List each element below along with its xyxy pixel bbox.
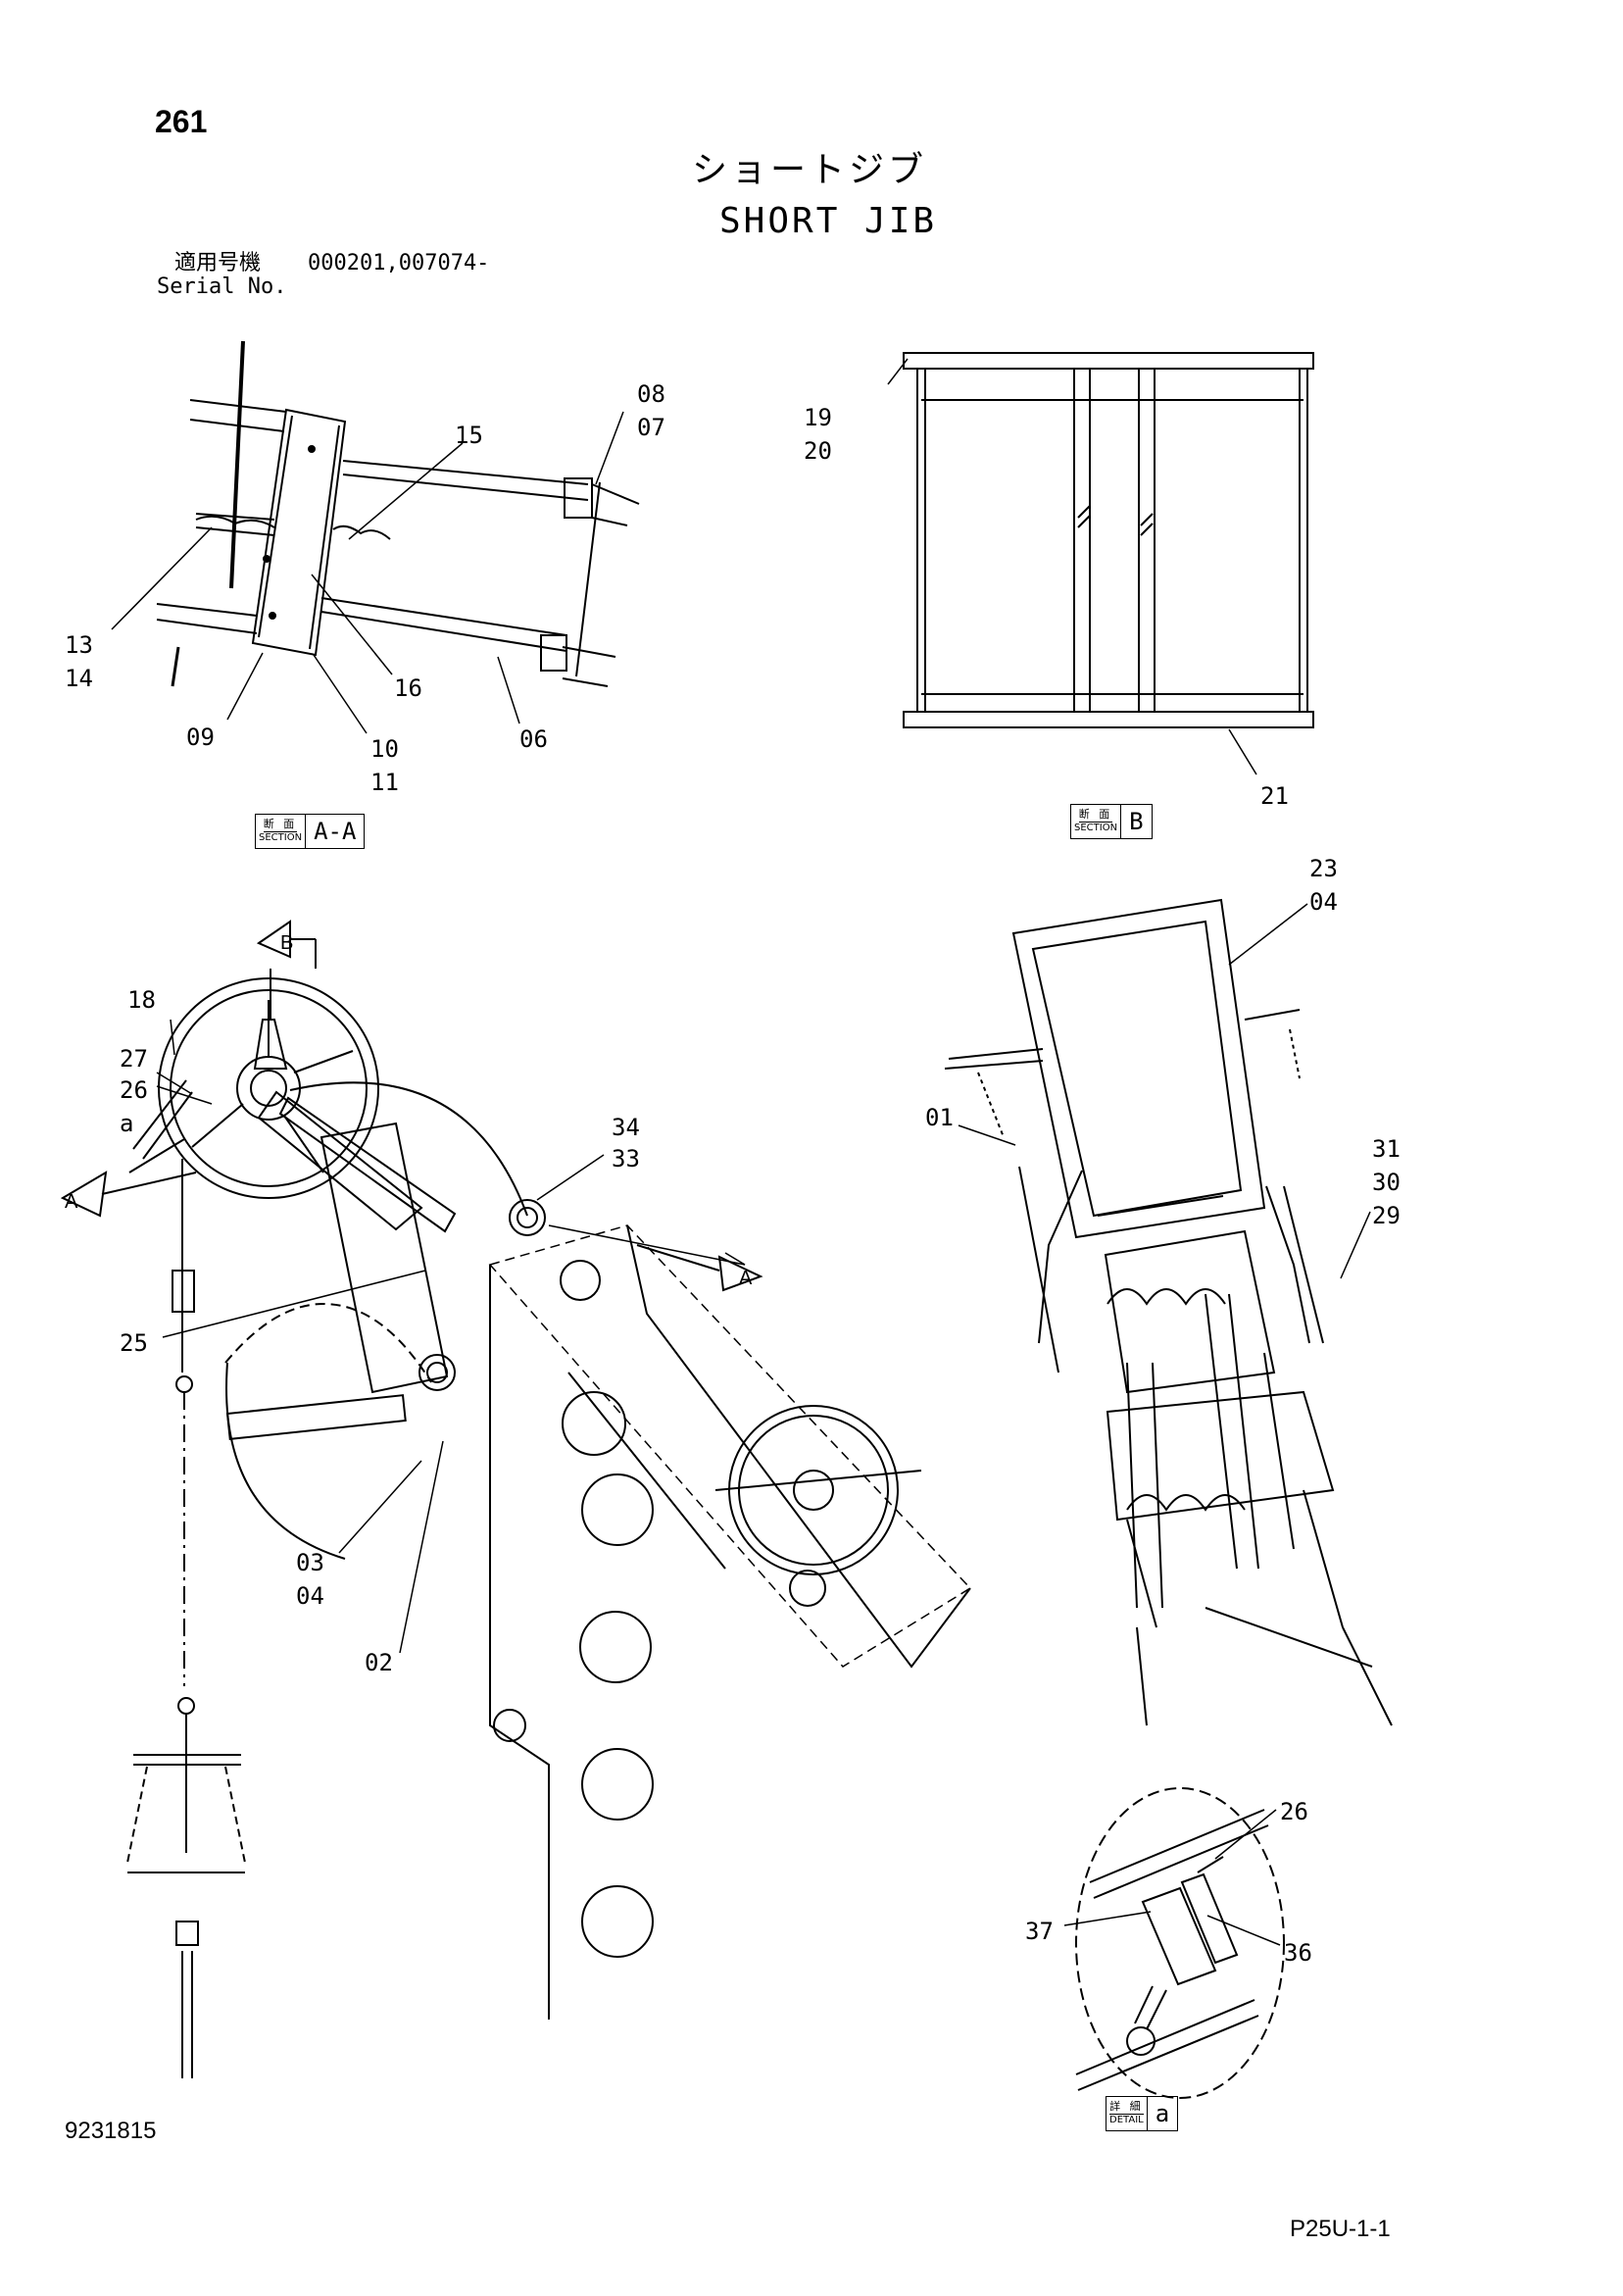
callout-19: 19 [804,404,832,431]
detail-marker-a: a [120,1110,134,1137]
serial-label-en: Serial No. [157,275,287,299]
callout-26a: 26 [120,1076,148,1104]
detail-a-value: a [1155,2100,1170,2127]
callout-23: 23 [1309,855,1338,882]
section-aa-view [111,340,640,734]
section-b-jp: 断 面 [1078,808,1113,824]
section-b-en: SECTION [1074,823,1118,834]
jib-perspective-view [944,898,1393,1726]
view-marker-a-left: A [65,1191,78,1213]
serial-value: 000201,007074- [308,251,490,275]
callout-18: 18 [127,986,156,1014]
callout-20: 20 [804,437,832,465]
callout-37: 37 [1025,1918,1054,1945]
callout-04a: 04 [296,1582,324,1610]
callout-27: 27 [120,1045,148,1073]
callout-11: 11 [370,769,399,796]
jib-side-view [126,977,972,2078]
callout-29: 29 [1372,1202,1401,1229]
title-english: SHORT JIB [719,201,938,241]
callout-01: 01 [925,1104,954,1131]
callout-34: 34 [612,1114,640,1141]
callout-07: 07 [637,414,665,441]
detail-a-jp: 詳 細 [1109,2100,1144,2116]
view-marker-a-right: A [739,1268,753,1289]
callout-04b: 04 [1309,888,1338,916]
view-marker-b: B [280,932,293,954]
section-aa-jp: 断 面 [263,818,298,833]
drawing-number: 9231815 [65,2118,157,2144]
callout-09: 09 [186,724,215,751]
callout-30: 30 [1372,1169,1401,1196]
section-aa-value: A-A [314,818,357,845]
callout-16: 16 [394,674,422,702]
callout-13: 13 [65,631,93,659]
detail-a-view [1063,1787,1285,2099]
page-code: P25U-1-1 [1290,2216,1391,2242]
section-b-value: B [1129,808,1144,835]
callout-02: 02 [365,1649,393,1676]
callout-25: 25 [120,1329,148,1357]
callout-33: 33 [612,1145,640,1173]
callout-26b: 26 [1280,1798,1308,1825]
callout-08: 08 [637,380,665,408]
callout-14: 14 [65,665,93,692]
callout-06: 06 [519,725,548,753]
section-b-view [887,352,1314,775]
callout-31: 31 [1372,1135,1401,1163]
page-number: 261 [155,104,208,139]
callout-36: 36 [1284,1939,1312,1967]
section-aa-en: SECTION [259,832,303,844]
title-japanese: ショートジブ [692,150,928,190]
view-arrows [60,920,763,1292]
callout-21: 21 [1260,782,1289,810]
callout-15: 15 [455,422,483,449]
callout-03: 03 [296,1549,324,1576]
detail-a-en: DETAIL [1109,2115,1144,2126]
serial-label-jp: 適用号機 [174,251,262,275]
callout-10: 10 [370,735,399,763]
